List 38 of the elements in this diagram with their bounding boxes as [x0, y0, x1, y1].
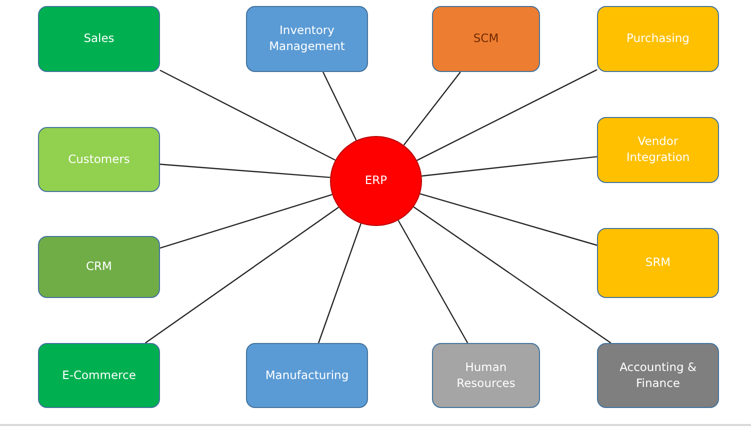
module-label: Human Resources	[456, 360, 516, 392]
connector-line	[398, 220, 468, 344]
module-box	[38, 127, 160, 192]
module-box	[432, 343, 540, 408]
module-label: Purchasing	[626, 31, 690, 47]
module-label: ERP	[364, 173, 388, 189]
module-box	[597, 343, 719, 408]
connector-line	[322, 72, 357, 141]
connector-line	[416, 69, 598, 161]
connector-line	[413, 206, 612, 344]
module-label: Manufacturing	[265, 368, 349, 384]
module-box	[38, 6, 160, 72]
connector-line	[144, 206, 339, 344]
connector-line	[420, 193, 598, 246]
hub-circle	[330, 136, 422, 226]
module-label: E-Commerce	[62, 368, 136, 384]
module-box	[597, 117, 719, 183]
module-label: SCM	[473, 31, 499, 47]
module-box	[38, 343, 160, 408]
module-box	[597, 6, 719, 72]
module-box	[597, 228, 719, 298]
module-label: CRM	[86, 259, 112, 275]
module-label: SRM	[645, 255, 671, 271]
module-label: Vendor Integration	[625, 134, 691, 166]
module-box	[246, 343, 368, 408]
module-box	[246, 6, 368, 72]
module-label: Accounting & Finance	[618, 360, 698, 392]
connector-line	[318, 223, 362, 344]
module-label: Sales	[84, 31, 114, 47]
connector-line	[422, 156, 598, 177]
module-label: Inventory Management	[268, 23, 346, 55]
module-box	[38, 236, 160, 298]
connector-line	[160, 164, 330, 178]
module-box	[432, 6, 540, 72]
connector-line	[403, 72, 461, 146]
connector-line	[160, 70, 336, 161]
connector-line	[160, 194, 332, 249]
module-label: Customers	[68, 152, 130, 168]
